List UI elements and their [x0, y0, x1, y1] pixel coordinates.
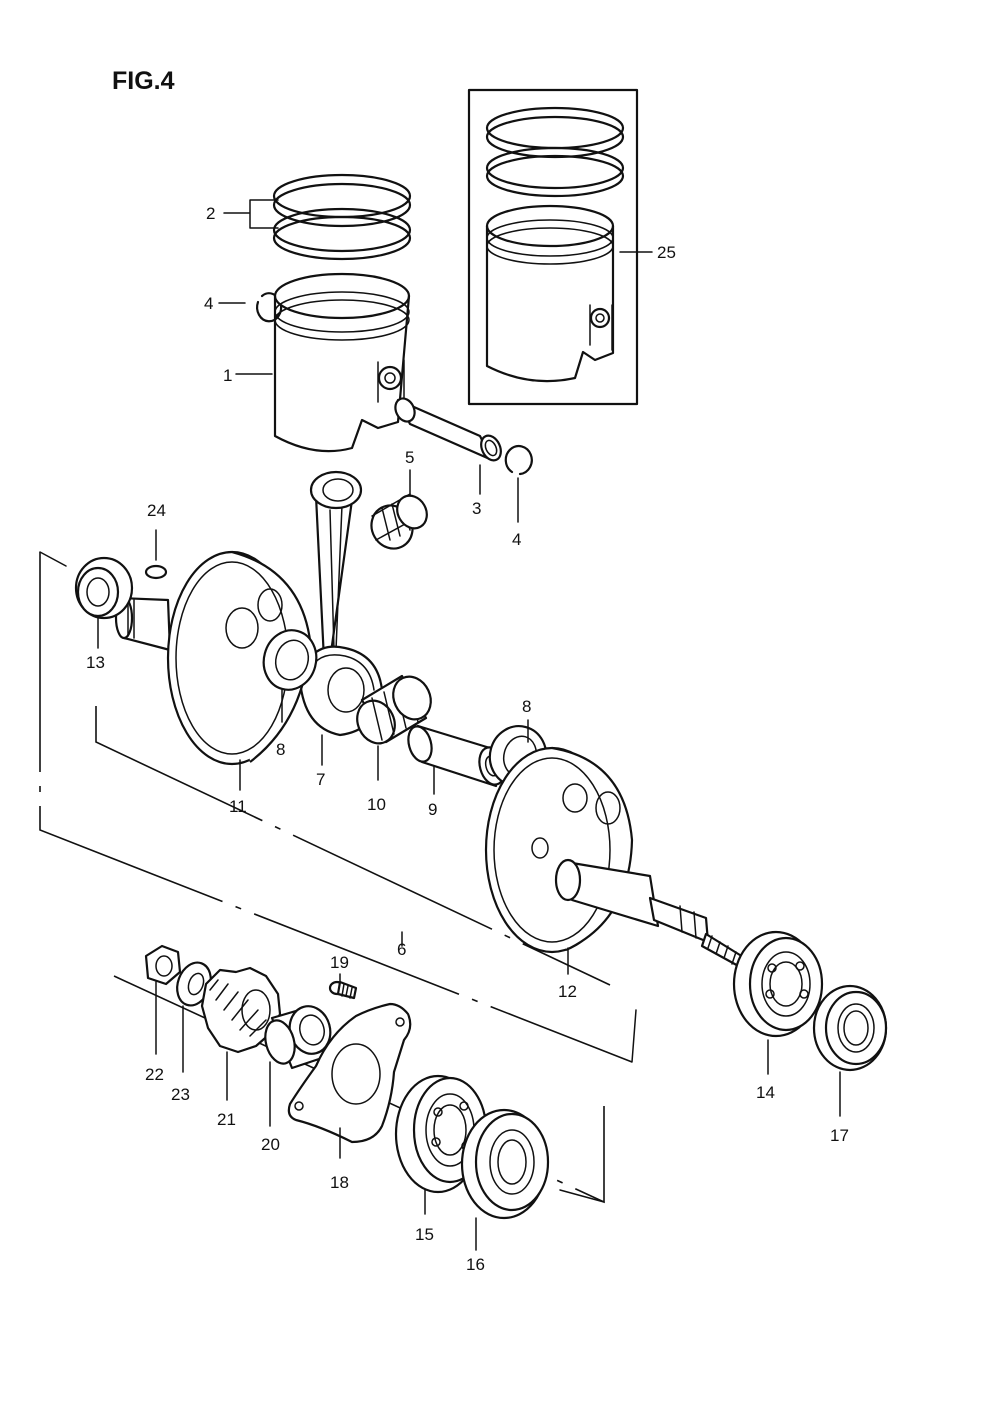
callout-22: 22	[145, 1065, 164, 1084]
callout-8b: 8	[522, 697, 531, 716]
callout-25: 25	[657, 243, 676, 262]
piston-pin: 3	[394, 397, 502, 518]
woodruff-key: 24	[144, 501, 168, 580]
crankshaft-nut: 22	[144, 944, 182, 1084]
piston-kit-box: 25	[467, 88, 676, 406]
callout-19: 19	[330, 953, 349, 972]
oil-seal-right: 17	[812, 984, 888, 1145]
callout-1: 1	[223, 366, 232, 385]
primary-drive-gear: 21	[200, 966, 282, 1129]
callout-14: 14	[756, 1083, 775, 1102]
figure-title: FIG.4	[112, 67, 175, 95]
oil-seal-lower: 16	[460, 1108, 550, 1274]
callout-12: 12	[558, 982, 577, 1001]
callout-6: 6	[397, 940, 406, 959]
callout-5: 5	[405, 448, 414, 467]
piston-rings: 2	[206, 173, 412, 261]
retainer-screw: 19	[328, 953, 358, 1000]
small-end-bearing: 5	[370, 448, 428, 550]
bearing-retainer-plate: 18	[287, 1002, 412, 1192]
callout-21: 21	[217, 1110, 236, 1129]
callout-15: 15	[415, 1225, 434, 1244]
callout-7: 7	[316, 770, 325, 789]
thrust-washer-left: 8	[262, 629, 318, 759]
callout-20: 20	[261, 1135, 280, 1154]
main-bearing-right: 14	[732, 930, 824, 1102]
callout-8a: 8	[276, 740, 285, 759]
callout-16: 16	[466, 1255, 485, 1274]
crankshaft-spacer: 20	[261, 1005, 332, 1154]
callout-2: 2	[206, 204, 215, 223]
crankshaft-assy-bracket: 6	[39, 551, 637, 1063]
piston: 1	[223, 272, 411, 453]
callout-10: 10	[367, 795, 386, 814]
callout-3: 3	[472, 499, 481, 518]
piston-pin-circlip-left: 4	[204, 292, 283, 323]
callout-17: 17	[830, 1126, 849, 1145]
callout-23: 23	[171, 1085, 190, 1104]
callout-4b: 4	[512, 530, 521, 549]
callout-13: 13	[86, 653, 105, 672]
callout-24: 24	[147, 501, 166, 520]
callout-4a: 4	[204, 294, 213, 313]
piston-pin-circlip-right: 4	[504, 444, 533, 549]
big-end-bearing: 10	[356, 674, 432, 814]
callout-9: 9	[428, 800, 437, 819]
connecting-rod: 7	[298, 470, 384, 789]
callout-18: 18	[330, 1173, 349, 1192]
crank-web-right: 12	[484, 746, 750, 1001]
oil-seal-left: 13	[74, 556, 134, 672]
